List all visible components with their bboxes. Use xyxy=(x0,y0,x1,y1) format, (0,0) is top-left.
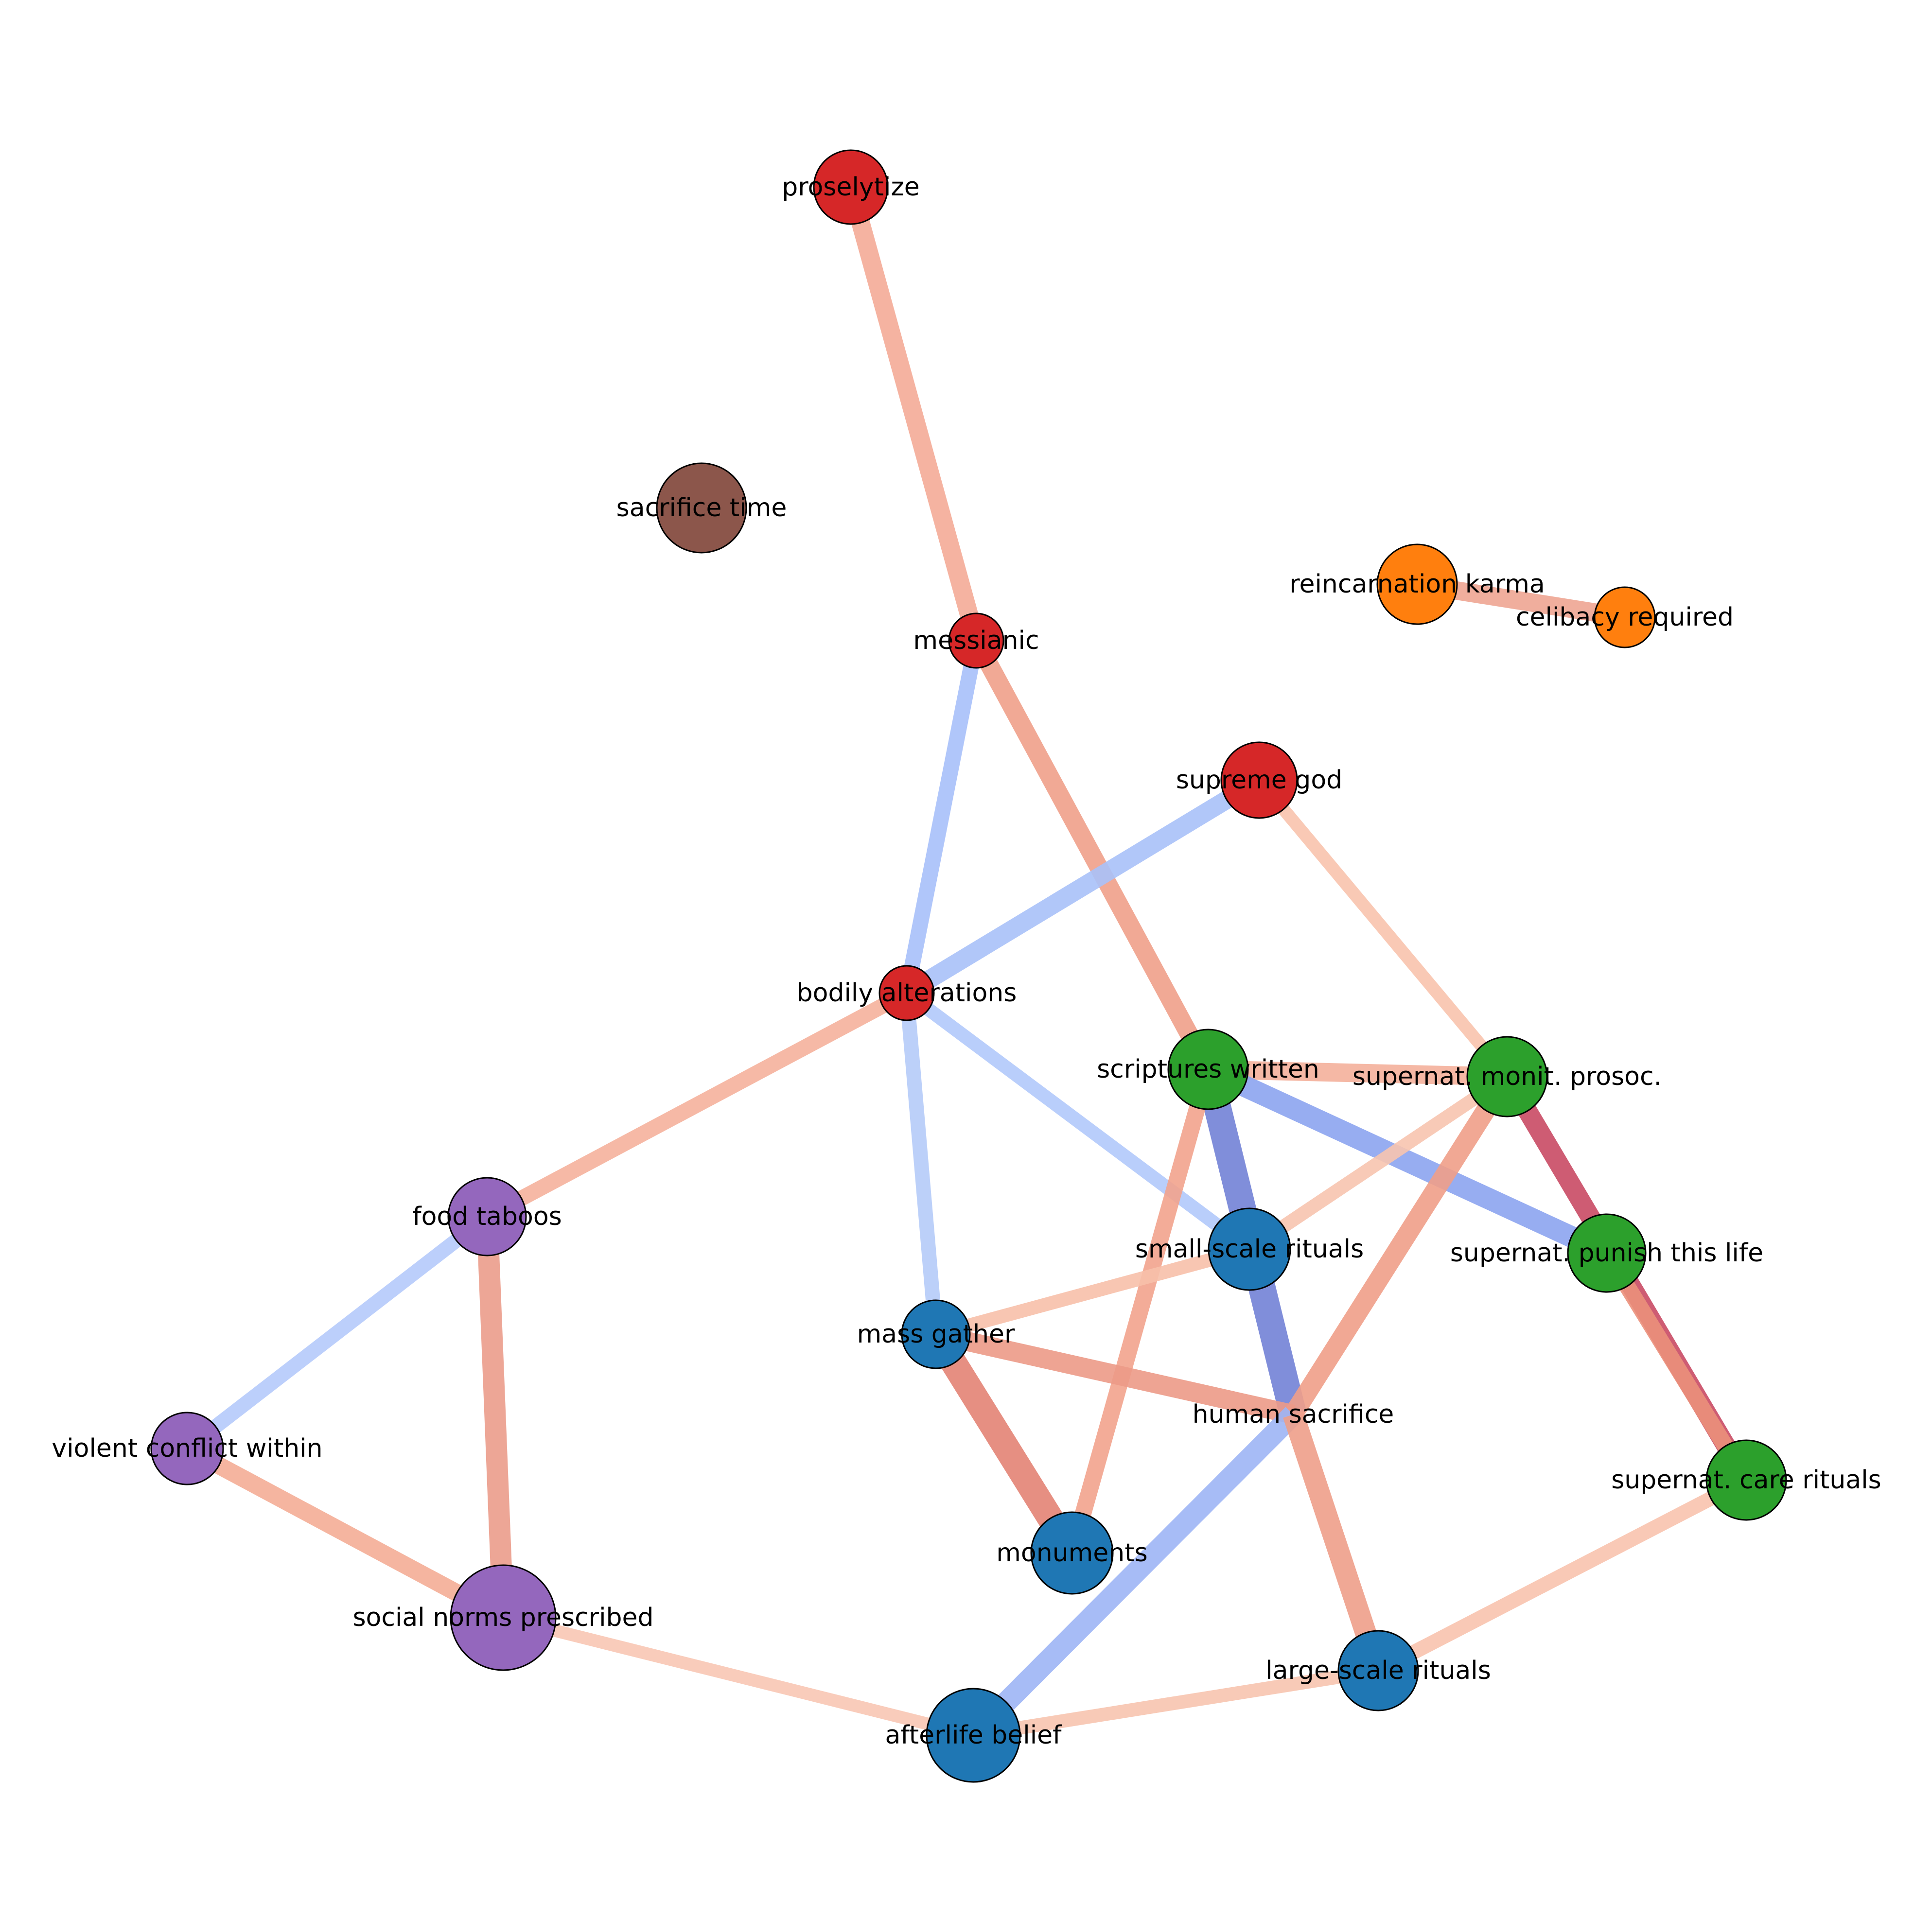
edge-food_taboos-social_norms_prescribed xyxy=(476,1216,514,1618)
edge-bodily_alterations-food_taboos xyxy=(483,986,911,1224)
node-sacrifice_time[interactable] xyxy=(656,462,747,554)
edge-food_taboos-violent_conflict_within xyxy=(182,1211,492,1454)
edge-bodily_alterations-small_scale_rituals xyxy=(902,987,1254,1255)
edge-human_sacrifice-large_scale_rituals xyxy=(1283,1411,1388,1674)
node-food_taboos[interactable] xyxy=(447,1177,527,1257)
node-label-bodily_alterations: bodily alterations xyxy=(797,978,1017,1008)
node-scriptures_written[interactable] xyxy=(1167,1029,1249,1110)
edge-layer xyxy=(182,184,1755,1743)
node-proselytize[interactable] xyxy=(813,149,889,225)
edge-supreme_god-supernat_monit_prosoc xyxy=(1254,776,1512,1081)
edge-human_sacrifice-afterlife_belief xyxy=(966,1407,1301,1743)
edge-mass_gather-human_sacrifice xyxy=(933,1325,1296,1424)
edge-supernat_monit_prosoc-small_scale_rituals xyxy=(1246,1071,1511,1255)
edge-supernat_monit_prosoc-human_sacrifice xyxy=(1285,1071,1515,1420)
edge-bodily_alterations-mass_gather xyxy=(899,992,943,1335)
node-label-small_scale_rituals: small-scale rituals xyxy=(1135,1235,1364,1264)
edge-large_scale_rituals-supernat_care_rituals xyxy=(1375,1473,1750,1677)
node-label-large_scale_rituals: large-scale rituals xyxy=(1265,1656,1491,1685)
edge-afterlife_belief-large_scale_rituals xyxy=(972,1664,1380,1742)
node-label-reincarnation_karma: reincarnation karma xyxy=(1289,570,1545,599)
node-label-human_sacrifice: human sacrifice xyxy=(1193,1400,1394,1429)
node-violent_conflict_within[interactable] xyxy=(150,1412,224,1485)
node-label-food_taboos: food taboos xyxy=(412,1202,562,1231)
node-label-celibacy_required: celibacy required xyxy=(1516,603,1734,632)
node-label-supernat_care_rituals: supernat. care rituals xyxy=(1611,1466,1881,1495)
node-label-social_norms_prescribed: social norms prescribed xyxy=(352,1603,653,1632)
node-label-afterlife_belief: afterlife belief xyxy=(885,1721,1063,1750)
node-supreme_god[interactable] xyxy=(1220,741,1298,819)
edge-messianic-scriptures_written xyxy=(968,636,1216,1074)
edge-social_norms_prescribed-afterlife_belief xyxy=(501,1611,975,1742)
node-mass_gather[interactable] xyxy=(901,1299,971,1369)
label-layer: proselytize sacrifice time reincarnation k… xyxy=(52,173,1881,1750)
edge-proselytize-messianic xyxy=(842,184,985,644)
edge-mass_gather-monuments xyxy=(925,1327,1083,1560)
node-large_scale_rituals[interactable] xyxy=(1337,1630,1419,1711)
edge-violent_conflict_within-social_norms_prescribed xyxy=(183,1441,508,1625)
node-label-proselytize: proselytize xyxy=(782,173,920,202)
node-label-violent_conflict_within: violent conflict within xyxy=(52,1434,322,1463)
node-messianic[interactable] xyxy=(948,612,1004,669)
node-label-supernat_punish_this_life: supernat. punish this life xyxy=(1450,1239,1763,1268)
node-label-supernat_monit_prosoc: supernat. monit. prosoc. xyxy=(1352,1062,1662,1091)
node-small_scale_rituals[interactable] xyxy=(1208,1207,1291,1291)
edge-scriptures_written-supernat_punish_this_life xyxy=(1203,1060,1612,1263)
edge-messianic-bodily_alterations xyxy=(899,639,984,995)
edge-supreme_god-bodily_alterations xyxy=(902,772,1264,1001)
node-supernat_monit_prosoc[interactable] xyxy=(1466,1036,1548,1117)
node-monuments[interactable] xyxy=(1030,1511,1114,1595)
node-label-sacrifice_time: sacrifice time xyxy=(616,493,787,523)
node-bodily_alterations[interactable] xyxy=(878,965,935,1021)
node-layer xyxy=(150,149,1787,1783)
node-reincarnation_karma[interactable] xyxy=(1376,543,1458,625)
edge-small_scale_rituals-mass_gather xyxy=(934,1242,1251,1341)
node-label-scriptures_written: scriptures written xyxy=(1097,1055,1319,1084)
node-celibacy_required[interactable] xyxy=(1594,586,1656,648)
node-label-mass_gather: mass gather xyxy=(857,1320,1015,1349)
node-label-supreme_god: supreme god xyxy=(1176,766,1342,795)
node-label-messianic: messianic xyxy=(913,626,1039,655)
edge-scriptures_written-supernat_monit_prosoc xyxy=(1208,1060,1508,1086)
edge-scriptures_written-monuments xyxy=(1064,1067,1216,1555)
node-social_norms_prescribed[interactable] xyxy=(450,1564,557,1671)
node-label-monuments: monuments xyxy=(996,1538,1147,1568)
node-afterlife_belief[interactable] xyxy=(926,1688,1021,1783)
node-supernat_care_rituals[interactable] xyxy=(1705,1439,1787,1521)
node-supernat_punish_this_life[interactable] xyxy=(1567,1213,1647,1293)
edge-supernat_punish_this_life-supernat_care_rituals xyxy=(1599,1249,1754,1484)
